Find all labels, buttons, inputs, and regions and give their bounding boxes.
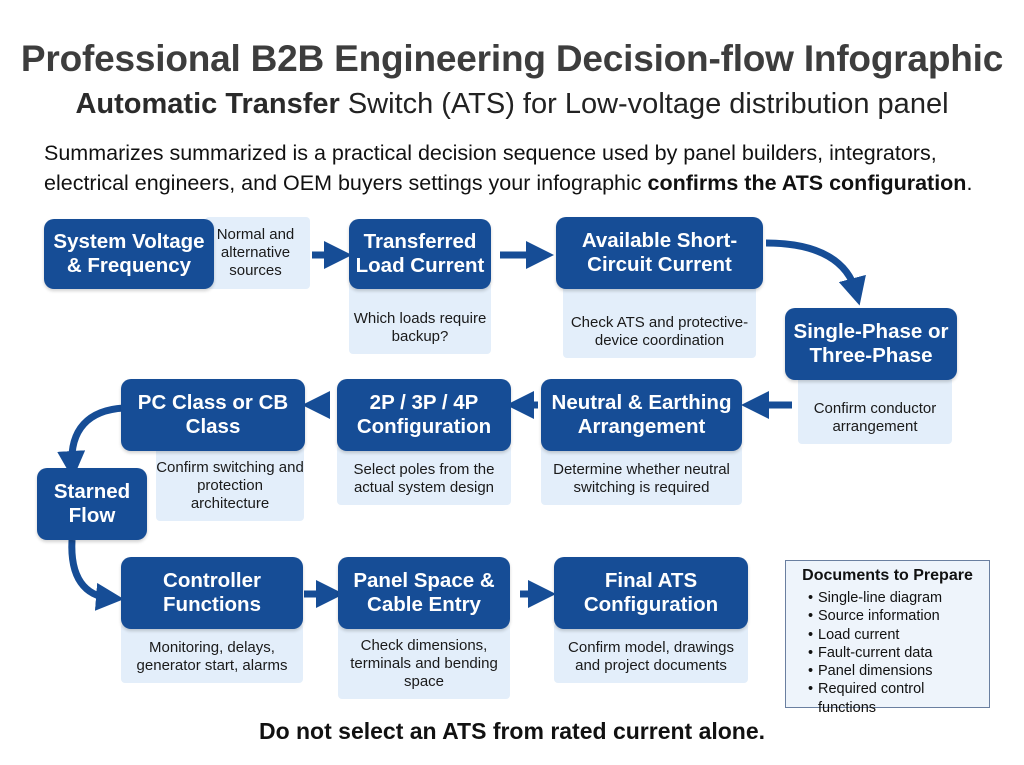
documents-list: Single-line diagram Source information L… [796, 589, 979, 717]
arrow-starned-to-controller [68, 539, 124, 611]
documents-item: Required control functions [808, 680, 979, 717]
arrow-shortcircuit-to-phase [765, 239, 866, 306]
step-pc-cb-class: PC Class or CB Class [121, 379, 305, 451]
documents-item: Load current [808, 626, 979, 645]
step-system-voltage: System Voltage & Frequency [44, 219, 214, 289]
step-final-ats: Final ATS Configuration [554, 557, 748, 629]
documents-box: Documents to Prepare Single-line diagram… [785, 560, 990, 716]
step-poles: 2P / 3P / 4P Configuration [337, 379, 511, 451]
documents-item: Single-line diagram [808, 589, 979, 608]
footer-warning: Do not select an ATS from rated current … [258, 718, 766, 744]
documents-title: Documents to Prepare [802, 567, 973, 584]
note-phase: Confirm conductor arrangement [798, 374, 952, 444]
subtitle-bold: Automatic Transfer [75, 88, 340, 120]
note-poles: Select poles from the actual system desi… [337, 445, 511, 505]
step-load-current: Transferred Load Current [349, 219, 491, 289]
note-controller: Monitoring, delays, generator start, ala… [121, 623, 303, 683]
summary-end: . [966, 171, 973, 195]
step-starned-flow: Starned Flow [37, 468, 147, 540]
note-panel-space: Check dimensions, terminals and bending … [338, 623, 510, 699]
arrow-class-to-starned [57, 404, 125, 479]
documents-item: Panel dimensions [808, 662, 979, 681]
step-short-circuit: Available Short-Circuit Current [556, 217, 763, 289]
note-system-voltage: Normal and alternative sources [205, 217, 310, 289]
documents-item: Source information [808, 607, 979, 626]
note-final-ats: Confirm model, drawings and project docu… [554, 623, 748, 683]
summary-bold: confirms the ATS configuration [647, 171, 967, 195]
summary-paragraph: Summarizes summarized is a practical dec… [44, 138, 994, 198]
note-load-current: Which loads require backup? [349, 282, 491, 354]
page-title: Professional B2B Engineering Decision-fl… [20, 38, 1004, 79]
documents-item: Fault-current data [808, 644, 979, 663]
step-controller: Controller Functions [121, 557, 303, 629]
summary-text: Summarizes summarized is a practical dec… [44, 141, 937, 195]
note-pc-cb-class: Confirm switching and protection archite… [156, 445, 304, 521]
step-neutral-earthing: Neutral & Earthing Arrangement [541, 379, 742, 451]
step-panel-space: Panel Space & Cable Entry [338, 557, 510, 629]
note-neutral-earthing: Determine whether neutral switching is r… [541, 445, 742, 505]
subtitle-rest: Switch (ATS) for Low-voltage distributio… [339, 88, 949, 120]
step-phase: Single-Phase or Three-Phase [785, 308, 957, 380]
note-short-circuit: Check ATS and protective-device coordina… [563, 282, 756, 358]
page-subtitle: Automatic Transfer Switch (ATS) for Low-… [0, 88, 1024, 121]
